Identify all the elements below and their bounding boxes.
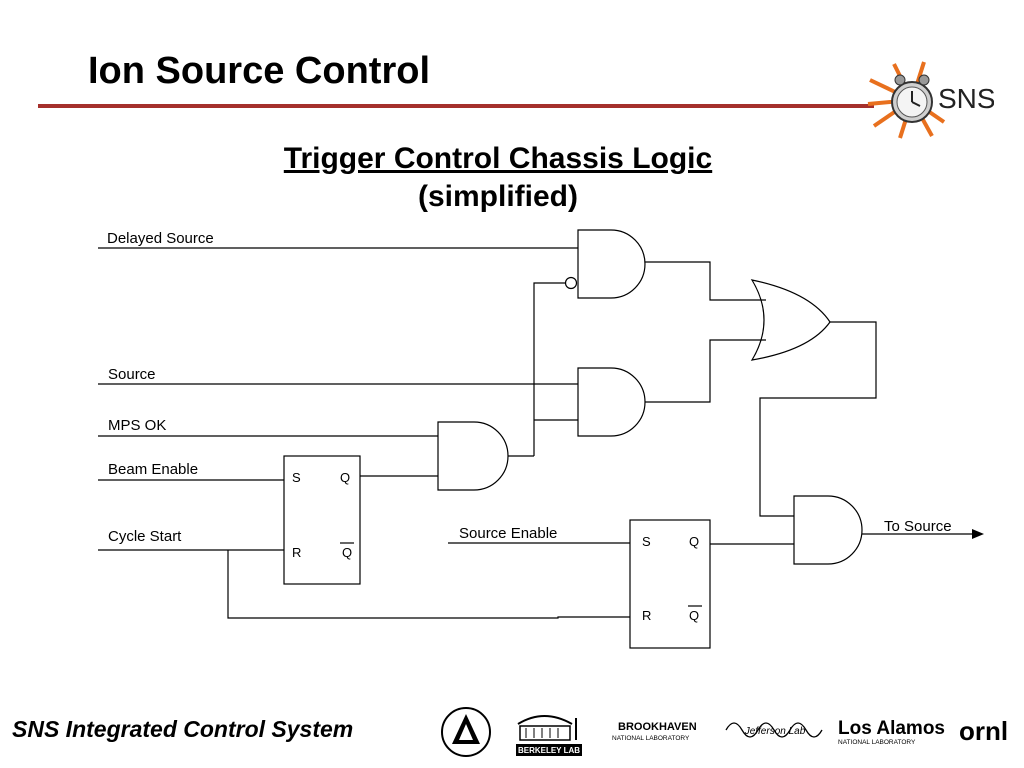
ff1-qbar-pin: Q: [342, 545, 352, 560]
label-beam-enable: Beam Enable: [108, 461, 198, 478]
diagram-heading: Trigger Control Chassis Logic (simplifie…: [0, 140, 996, 216]
ff2-q-pin: Q: [689, 534, 699, 549]
output-arrow-icon: [972, 529, 984, 539]
sns-logo: SNS: [867, 61, 994, 139]
ff1-q-pin: Q: [340, 470, 350, 485]
flipflop-1: [283, 455, 361, 585]
label-source-enable: Source Enable: [459, 525, 557, 542]
los-alamos-text: Los Alamos: [838, 718, 945, 739]
label-cycle-start: Cycle Start: [108, 528, 182, 545]
wire-cycle-start-reset: [227, 550, 630, 619]
and-gate-2: [577, 367, 646, 437]
los-alamos-logo: Los Alamos NATIONAL LABORATORY: [838, 718, 945, 746]
footer-text: SNS Integrated Control System: [12, 716, 354, 742]
wire-and2-out: [645, 339, 766, 403]
logo-text: SNS: [938, 83, 994, 114]
jefferson-lab-logo: Jefferson Lab: [725, 722, 823, 738]
ornl-logo: ornl: [959, 716, 1008, 746]
ff1-r-pin: R: [292, 545, 301, 560]
label-delayed-source: Delayed Source: [107, 230, 214, 247]
flipflop-2: [629, 519, 711, 649]
berkeley-lab-logo: BERKELEY LAB: [516, 715, 582, 756]
label-source: Source: [108, 366, 156, 383]
brookhaven-text: BROOKHAVEN: [618, 721, 697, 733]
title-divider: [38, 104, 874, 108]
brookhaven-logo: BROOKHAVEN NATIONAL LABORATORY: [612, 721, 697, 742]
and-gate-3: [437, 421, 509, 491]
ff2-s-pin: S: [642, 534, 651, 549]
partner-logos: BERKELEY LAB BROOKHAVEN NATIONAL LABORAT…: [441, 707, 1008, 757]
inverter-bubble: [564, 276, 578, 290]
page-title: Ion Source Control: [88, 50, 430, 92]
berkeley-lab-text: BERKELEY LAB: [518, 746, 580, 755]
diagram-subtitle: (simplified): [417, 180, 578, 213]
wire-to-inverted-input: [533, 282, 566, 456]
diagram-title: Trigger Control Chassis Logic: [283, 142, 713, 175]
ff2-r-pin: R: [642, 608, 651, 623]
ornl-text: ornl: [959, 716, 1008, 746]
and-gate-1: [577, 229, 646, 299]
ff2-qbar-pin: Q: [689, 608, 699, 623]
jefferson-lab-text: Jefferson Lab: [744, 726, 806, 737]
or-gate: [750, 279, 831, 361]
wire-or-out: [759, 321, 877, 517]
argonne-logo: [441, 707, 491, 757]
label-to-source: To Source: [884, 518, 952, 535]
ff1-s-pin: S: [292, 470, 301, 485]
and-gate-4: [793, 495, 863, 565]
brookhaven-sub-text: NATIONAL LABORATORY: [612, 735, 690, 742]
wire-and1-out: [645, 261, 766, 301]
los-alamos-sub-text: NATIONAL LABORATORY: [838, 739, 916, 746]
label-mps-ok: MPS OK: [108, 417, 166, 434]
